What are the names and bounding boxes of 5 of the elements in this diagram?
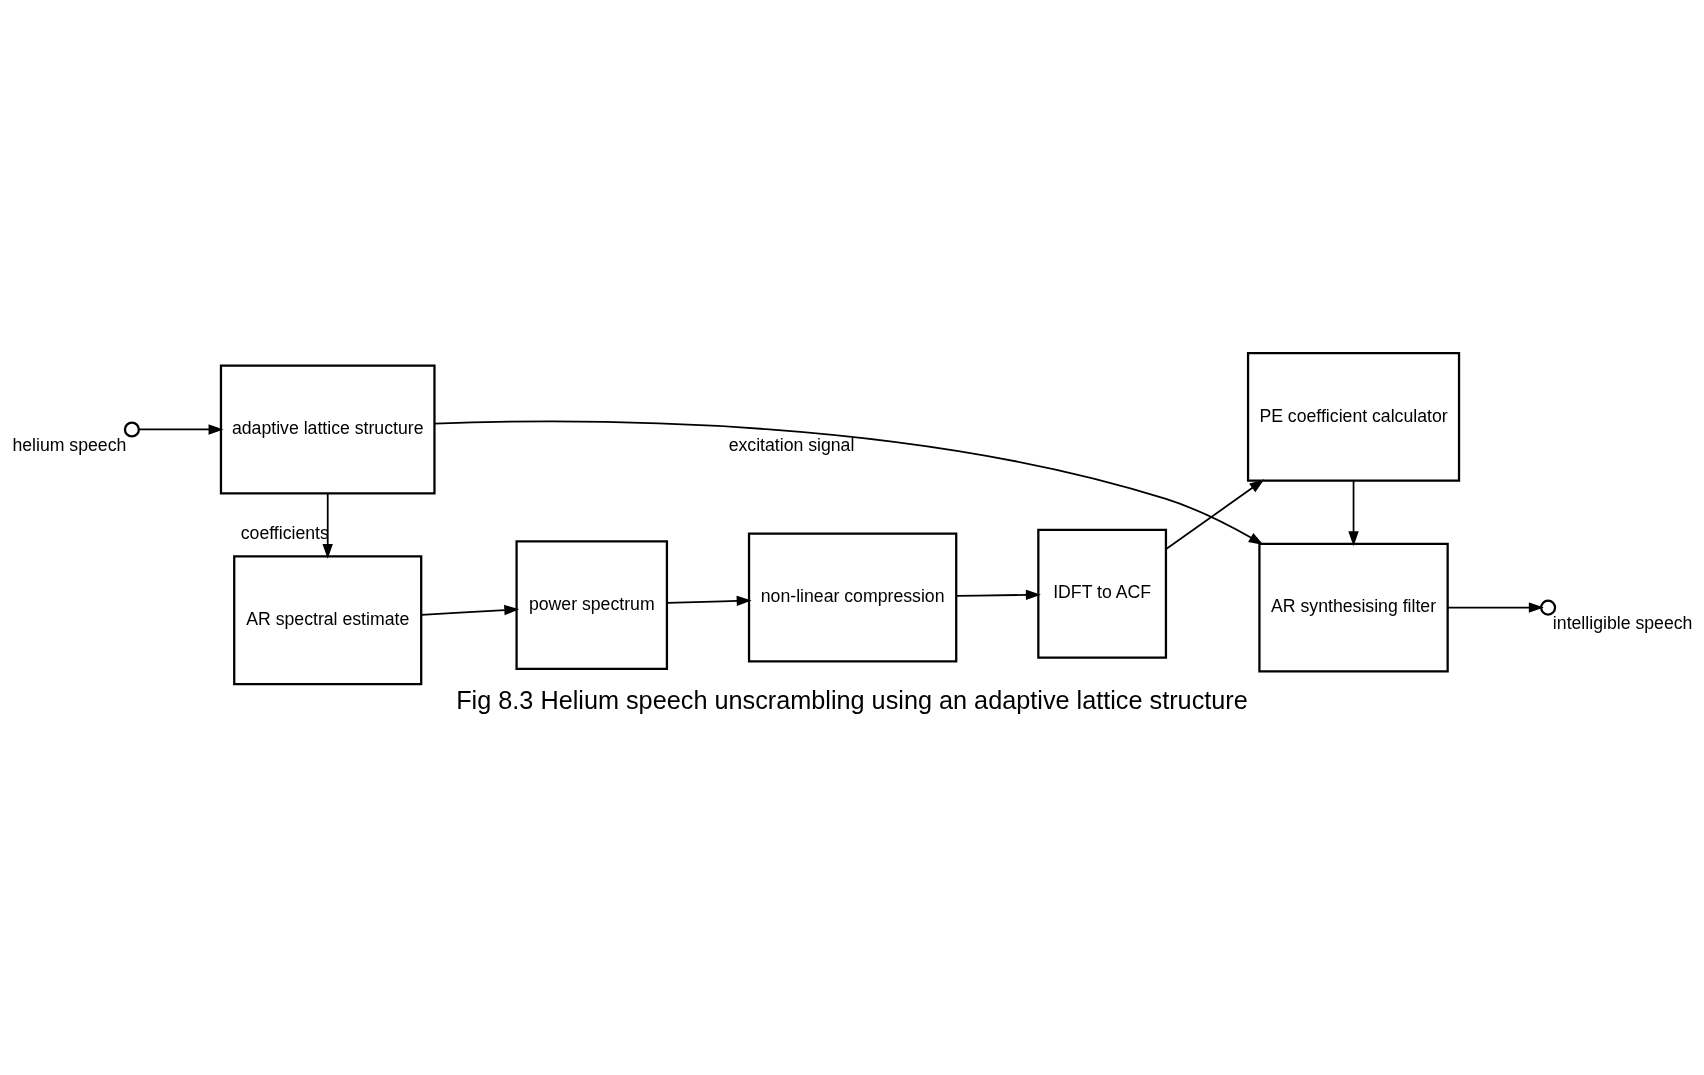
edge-label: excitation signal [728, 435, 855, 456]
node-label: intelligible speech [1552, 612, 1693, 633]
node-label: helium speech [12, 434, 127, 455]
caption: Fig 8.3 Helium speech unscrambling using an adaptive lattice structure [456, 686, 1248, 715]
edge-label: coefficients [240, 522, 329, 543]
